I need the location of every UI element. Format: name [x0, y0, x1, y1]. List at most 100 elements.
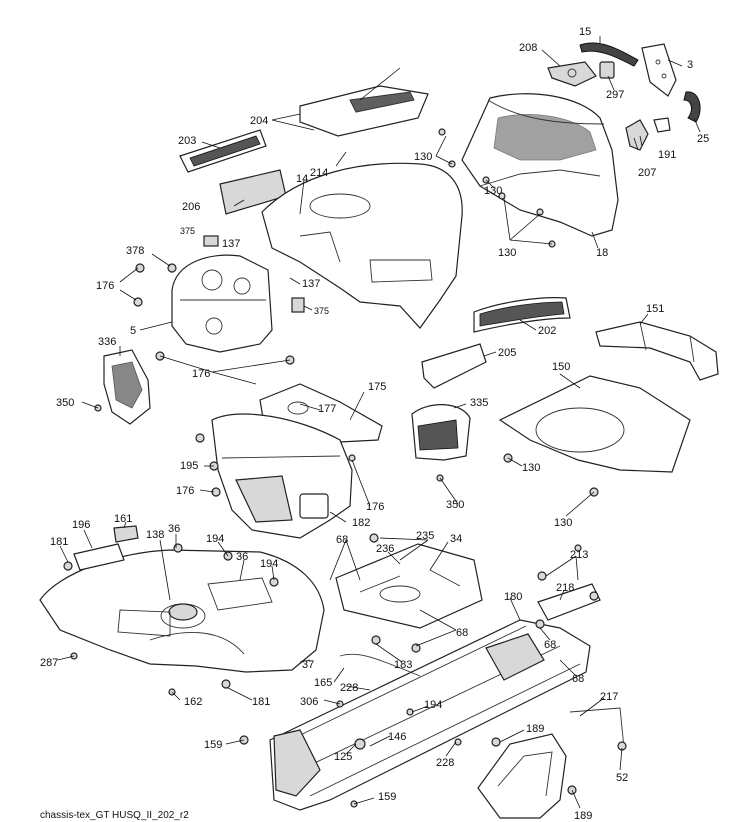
callout-208: 208	[519, 42, 537, 54]
callout-196: 196	[72, 519, 90, 531]
callout-175: 175	[368, 381, 386, 393]
callout-228-a: 228	[340, 682, 358, 694]
part-208-bracket	[547, 61, 597, 87]
callout-177: 177	[318, 403, 336, 415]
callout-194-a: 194	[206, 533, 224, 545]
callout-125: 125	[334, 751, 352, 763]
callout-146: 146	[388, 731, 406, 743]
callout-213: 213	[570, 549, 588, 561]
callout-37: 37	[302, 659, 314, 671]
callout-350-b: 350	[446, 499, 464, 511]
callout-205: 205	[498, 347, 516, 359]
callout-375-b: 375	[314, 306, 329, 316]
callout-25: 25	[697, 133, 709, 145]
part-202-grille-insert	[473, 297, 571, 333]
part-150-floor-pan	[498, 375, 691, 473]
callout-189-b: 189	[574, 810, 592, 822]
part-196-decal	[73, 543, 125, 571]
callout-14: 14	[296, 173, 308, 185]
callout-194-b: 194	[260, 558, 278, 570]
part-34-seat-plate	[335, 543, 483, 629]
part-180-frame	[269, 619, 591, 811]
callout-68-b: 68	[456, 627, 468, 639]
callout-217: 217	[600, 691, 618, 703]
callout-165: 165	[314, 677, 332, 689]
part-25-trim-loop	[683, 91, 701, 123]
callout-162: 162	[184, 696, 202, 708]
part-182-console	[211, 413, 353, 539]
callout-130-d: 130	[522, 462, 540, 474]
callout-287: 287	[40, 657, 58, 669]
callout-68-d: 68	[572, 673, 584, 685]
callout-218: 218	[556, 582, 574, 594]
part-hood-top	[299, 85, 429, 137]
part-3-side-panel	[641, 43, 677, 97]
callout-161: 161	[114, 513, 132, 525]
part-336-side-panel	[103, 349, 151, 425]
callout-204: 204	[250, 115, 268, 127]
part-151-bracket	[595, 321, 719, 381]
part-205-panel	[421, 343, 487, 389]
callout-137-b: 137	[302, 278, 320, 290]
callout-130-c: 130	[498, 247, 516, 259]
callout-5: 5	[130, 325, 136, 337]
callout-15: 15	[579, 26, 591, 38]
callout-189-a: 189	[526, 723, 544, 735]
part-207-headlight	[625, 119, 649, 151]
callout-52: 52	[616, 772, 628, 784]
callout-236: 236	[376, 543, 394, 555]
callout-297: 297	[606, 89, 624, 101]
part-161-trim	[113, 525, 139, 543]
callout-68-a: 68	[336, 534, 348, 546]
callout-150: 150	[552, 361, 570, 373]
part-203-vent	[179, 129, 267, 173]
callout-176-b: 176	[192, 368, 210, 380]
callout-181-b: 181	[252, 696, 270, 708]
fasteners	[63, 128, 627, 808]
callout-176-d: 176	[366, 501, 384, 513]
part-335-side-panel	[411, 404, 471, 461]
callout-375-a: 375	[180, 226, 195, 236]
part-15-trim-strip	[579, 42, 639, 67]
callout-3: 3	[687, 59, 693, 71]
callout-138: 138	[146, 529, 164, 541]
part-375-clip	[203, 235, 305, 313]
part-14-hood	[261, 162, 463, 329]
callout-195: 195	[180, 460, 198, 472]
callout-350-a: 350	[56, 397, 74, 409]
callout-176-a: 176	[96, 280, 114, 292]
callout-159-a: 159	[204, 739, 222, 751]
callout-130-b: 130	[484, 185, 502, 197]
callout-206: 206	[182, 201, 200, 213]
callout-68-c: 68	[544, 639, 556, 651]
callout-180: 180	[504, 591, 522, 603]
callout-130-e: 130	[554, 517, 572, 529]
part-191-clip	[653, 117, 671, 133]
callout-235: 235	[416, 530, 434, 542]
callout-130-a: 130	[414, 151, 432, 163]
callout-202: 202	[538, 325, 556, 337]
callout-36-b: 36	[236, 551, 248, 563]
part-297-clip	[599, 61, 615, 79]
callout-194-c: 194	[424, 699, 442, 711]
callout-183: 183	[394, 659, 412, 671]
part-front-grille-housing	[461, 93, 619, 237]
callout-151: 151	[646, 303, 664, 315]
part-5-dash	[171, 254, 273, 353]
callout-335: 335	[470, 397, 488, 409]
callout-336: 336	[98, 336, 116, 348]
callout-181-a: 181	[50, 536, 68, 548]
callout-36-a: 36	[168, 523, 180, 535]
callout-18: 18	[596, 247, 608, 259]
leader-lines	[57, 36, 701, 809]
callout-176-c: 176	[176, 485, 194, 497]
callout-207: 207	[638, 167, 656, 179]
callout-306: 306	[300, 696, 318, 708]
callout-159-b: 159	[378, 791, 396, 803]
part-218-bracket	[537, 583, 601, 621]
part-217-rod	[569, 707, 625, 749]
callout-182: 182	[352, 517, 370, 529]
part-165-rod	[339, 653, 421, 677]
part-37-fender	[39, 549, 325, 673]
